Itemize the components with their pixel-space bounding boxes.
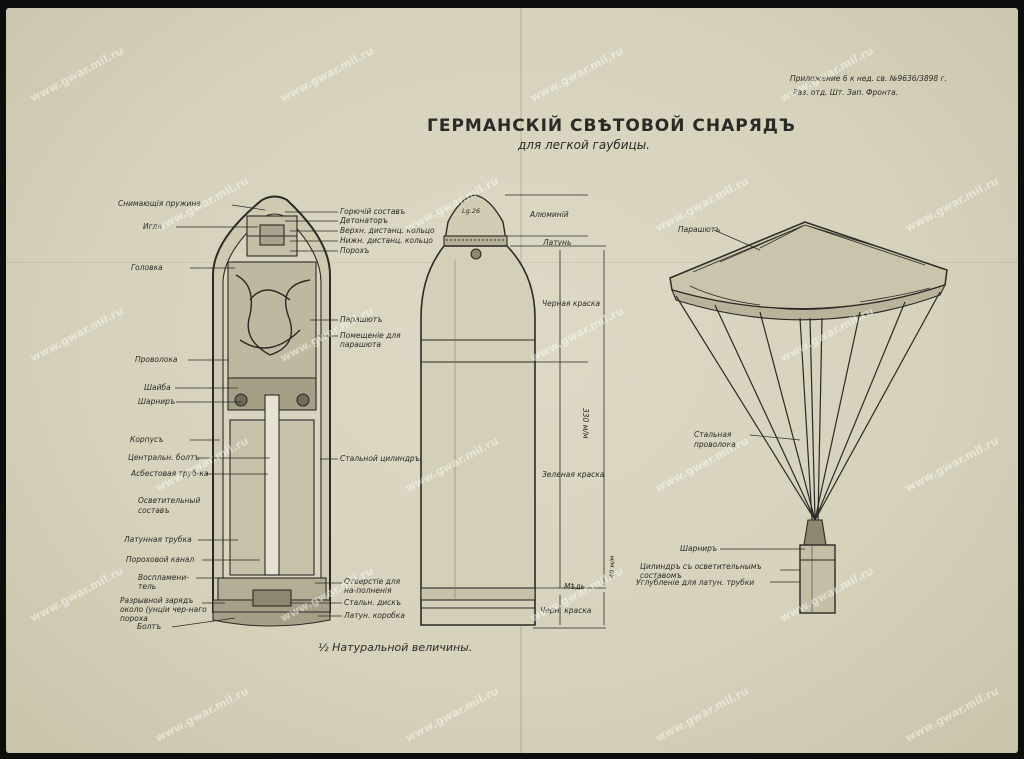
- label-powder: Порохъ: [340, 246, 370, 255]
- label-steel-cylinder: Стальной цилиндръ: [340, 454, 420, 463]
- dimension-length: 330 м/м: [581, 408, 590, 439]
- label-parachute-section: Парашютъ: [340, 315, 383, 324]
- label-tube-recess: Углубленiе для латун. трубки: [636, 578, 755, 587]
- label-black-paint-short: Черн. краска: [540, 606, 592, 615]
- label-steel-wire: Стальная проволока: [694, 430, 736, 449]
- shell-cross-section: [212, 195, 331, 627]
- label-copper: Мѣдь: [564, 582, 586, 591]
- label-burst-charge: Разрывной зарядъ около (унцiи чер-наго п…: [120, 596, 207, 623]
- label-parachute-hinge: Шарниръ: [680, 544, 718, 553]
- shell-exterior: [420, 194, 536, 626]
- label-washer: Шайба: [144, 383, 171, 392]
- label-body: Корпусъ: [130, 435, 164, 444]
- label-aluminium: Алюминiй: [530, 210, 569, 219]
- scale-note: ½ Натуральной величины.: [318, 641, 473, 654]
- label-head: Головка: [131, 263, 163, 272]
- label-needle: Игла: [143, 222, 162, 231]
- label-asbestos-tube: Асбестовая труб-ка: [131, 469, 209, 478]
- label-brass-box: Латун. коробка: [344, 611, 405, 620]
- label-detonator: Детонаторъ: [340, 216, 388, 225]
- label-green-paint: Зеленая краска: [542, 470, 605, 479]
- document-subtitle: для легкой гаубицы.: [518, 138, 650, 152]
- label-brass-tube: Латунная трубка: [124, 535, 192, 544]
- label-igniter: Воспламени-тель: [138, 573, 189, 591]
- label-lower-ring: Нижн. дистанц. кольцо: [340, 236, 433, 245]
- label-black-paint: Черная краска: [542, 299, 601, 308]
- label-spring: Снимающiя пружина: [118, 199, 201, 208]
- label-upper-ring: Верхн. дистанц. кольцо: [340, 226, 435, 235]
- label-hinge: Шарниръ: [138, 397, 176, 406]
- label-illuminant: Осветительный составъ: [138, 496, 201, 515]
- label-parachute-chamber: Помещенiе для парашюта: [340, 331, 401, 349]
- label-filling-hole: Отверстiе для на-полненiя: [344, 577, 401, 595]
- label-illuminant-cylinder: Цилиндръ съ осветительнымъ составомъ: [640, 562, 762, 580]
- label-parachute: Парашютъ: [678, 225, 721, 234]
- label-steel-disc: Стальн. дискъ: [344, 598, 402, 607]
- label-wire: Проволока: [135, 355, 178, 364]
- label-combustible: Горючiй составъ: [340, 207, 406, 216]
- label-central-bolt: Центральн. болтъ: [128, 453, 200, 462]
- reference-line-2: Раз. отд. Шт. Зап. Фронта.: [793, 88, 899, 97]
- label-powder-channel: Пороховой канал: [126, 555, 195, 564]
- reference-line-1: Приложение 6 к нед. св. №9636/3898 г.: [790, 74, 947, 83]
- parachute-drawing: [669, 221, 948, 614]
- label-brass: Латунь: [543, 238, 572, 247]
- fuze-marking: Lg.26: [462, 207, 481, 215]
- label-bolt: Болтъ: [137, 622, 162, 631]
- document-title: ГЕРМАНСКIЙ СВѢТОВОЙ СНАРЯДЪ: [427, 116, 796, 136]
